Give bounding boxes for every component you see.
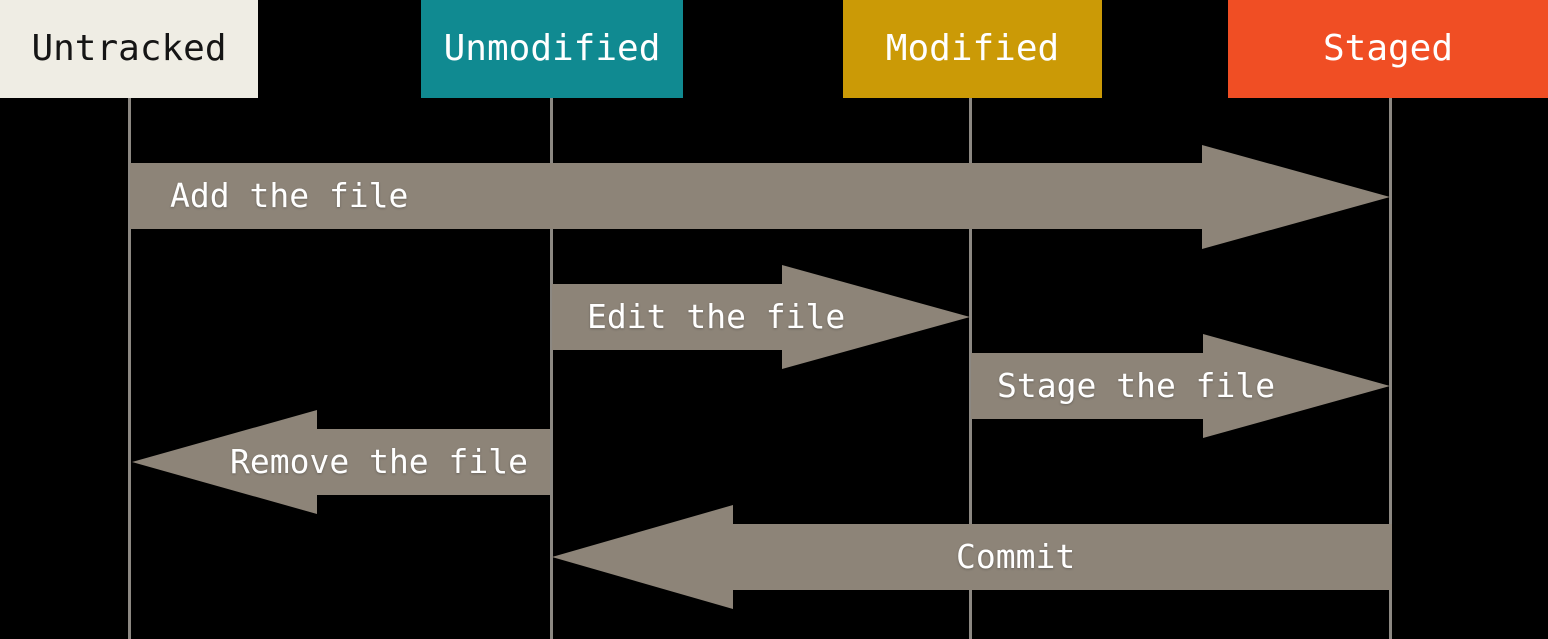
arrow-label: Edit the file bbox=[587, 297, 846, 336]
arrow-head-right-icon bbox=[782, 265, 970, 369]
state-header-unmodified: Unmodified bbox=[421, 0, 683, 98]
arrow-shaft bbox=[733, 524, 1392, 590]
arrow-head-right-icon bbox=[1203, 334, 1390, 438]
state-header-untracked: Untracked bbox=[0, 0, 258, 98]
arrow-shaft bbox=[552, 284, 782, 350]
lifeline-unmodified bbox=[550, 98, 553, 639]
arrow-shaft bbox=[130, 163, 1202, 229]
state-header-staged: Staged bbox=[1228, 0, 1548, 98]
lifeline-staged bbox=[1389, 98, 1392, 639]
arrow-head-right-icon bbox=[1202, 145, 1390, 249]
lifeline-untracked bbox=[128, 98, 131, 639]
arrow-label: Stage the file bbox=[997, 366, 1276, 405]
arrow-label: Add the file bbox=[170, 176, 409, 215]
arrow-label: Commit bbox=[956, 537, 1076, 576]
arrow-label: Remove the file bbox=[230, 442, 529, 481]
arrow-head-left-icon bbox=[132, 410, 317, 514]
lifeline-modified bbox=[969, 98, 972, 639]
arrow-shaft bbox=[317, 429, 550, 495]
arrow-head-left-icon bbox=[552, 505, 733, 609]
arrow-shaft bbox=[971, 353, 1203, 419]
state-header-modified: Modified bbox=[843, 0, 1102, 98]
